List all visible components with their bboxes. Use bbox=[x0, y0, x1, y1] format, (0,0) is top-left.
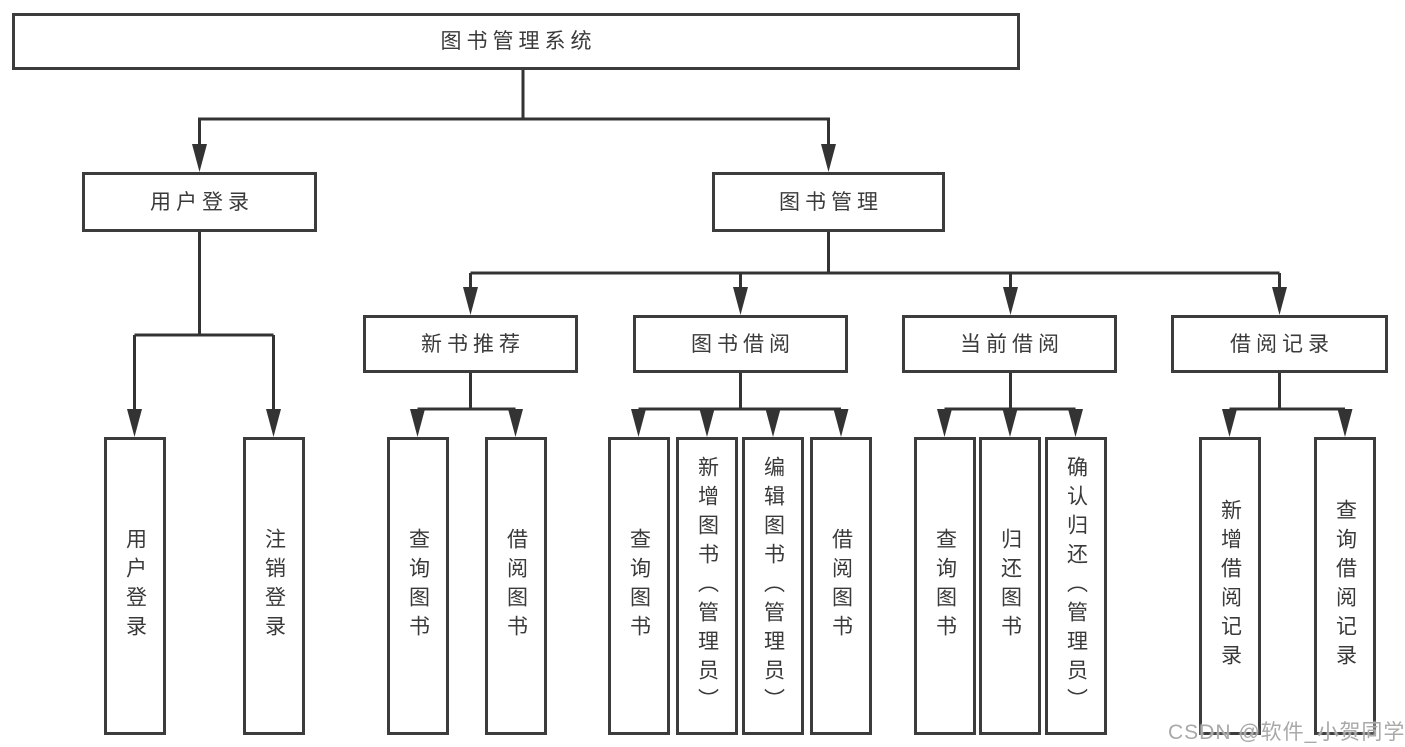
leaf-bor-edit-books-admin-label: 编辑图书（管理员） bbox=[761, 455, 785, 717]
connector-root-to-level2 bbox=[192, 70, 836, 172]
leaf-cur-query-books-label: 查询图书 bbox=[933, 528, 957, 644]
leaf-rec-add-borrow-record: 新增借阅记录 bbox=[1199, 437, 1261, 735]
leaf-rec-borrow-books: 借阅图书 bbox=[485, 437, 547, 735]
leaf-user-login: 用户登录 bbox=[104, 437, 166, 735]
leaf-rec-query-borrow-record-label: 查询借阅记录 bbox=[1333, 499, 1357, 673]
node-library-system-label: 图书管理系统 bbox=[440, 30, 597, 53]
leaf-logout-label: 注销登录 bbox=[262, 528, 286, 644]
connector-mgmt-to-level3 bbox=[463, 232, 1287, 315]
leaf-bor-query-books: 查询图书 bbox=[608, 437, 670, 735]
connector-records-to-leaves bbox=[1222, 373, 1353, 437]
leaf-cur-confirm-return-admin: 确认归还（管理员） bbox=[1045, 437, 1107, 735]
node-borrowing-records-label: 借阅记录 bbox=[1230, 332, 1334, 356]
leaf-rec-query-books-label: 查询图书 bbox=[406, 528, 430, 644]
leaf-user-login-label: 用户登录 bbox=[123, 528, 147, 644]
node-book-management-label: 图书管理 bbox=[779, 190, 883, 214]
leaf-bor-borrow-books: 借阅图书 bbox=[810, 437, 872, 735]
node-book-borrowing-label: 图书借阅 bbox=[691, 332, 795, 356]
leaf-rec-add-borrow-record-label: 新增借阅记录 bbox=[1218, 499, 1242, 673]
node-new-book-recommend-label: 新书推荐 bbox=[421, 332, 525, 356]
leaf-cur-return-books: 归还图书 bbox=[979, 437, 1041, 735]
node-user-login-label: 用户登录 bbox=[150, 190, 254, 214]
leaf-bor-add-books-admin-label: 新增图书（管理员） bbox=[695, 455, 719, 717]
leaf-bor-query-books-label: 查询图书 bbox=[627, 528, 651, 644]
connector-login-to-leaves bbox=[127, 232, 281, 437]
node-library-system: 图书管理系统 bbox=[12, 13, 1020, 70]
node-book-borrowing: 图书借阅 bbox=[633, 315, 848, 373]
node-current-borrowing: 当前借阅 bbox=[902, 315, 1117, 373]
node-user-login: 用户登录 bbox=[82, 172, 317, 232]
connector-current-to-leaves bbox=[937, 373, 1083, 437]
leaf-cur-confirm-return-admin-label: 确认归还（管理员） bbox=[1064, 455, 1088, 717]
node-current-borrowing-label: 当前借阅 bbox=[960, 332, 1064, 356]
csdn-watermark: CSDN @软件_小贺同学 bbox=[1168, 721, 1405, 744]
leaf-cur-return-books-label: 归还图书 bbox=[998, 528, 1022, 644]
connector-rec-to-leaves bbox=[410, 373, 523, 437]
leaf-rec-query-borrow-record: 查询借阅记录 bbox=[1314, 437, 1376, 735]
leaf-rec-borrow-books-label: 借阅图书 bbox=[504, 528, 528, 644]
leaf-bor-borrow-books-label: 借阅图书 bbox=[829, 528, 853, 644]
node-new-book-recommend: 新书推荐 bbox=[363, 315, 578, 373]
connector-borrow-to-leaves bbox=[631, 373, 849, 437]
node-borrowing-records: 借阅记录 bbox=[1171, 315, 1388, 373]
leaf-bor-edit-books-admin: 编辑图书（管理员） bbox=[742, 437, 804, 735]
leaf-logout: 注销登录 bbox=[243, 437, 305, 735]
node-book-management: 图书管理 bbox=[712, 172, 945, 232]
leaf-cur-query-books: 查询图书 bbox=[914, 437, 976, 735]
leaf-rec-query-books: 查询图书 bbox=[387, 437, 449, 735]
leaf-bor-add-books-admin: 新增图书（管理员） bbox=[676, 437, 738, 735]
